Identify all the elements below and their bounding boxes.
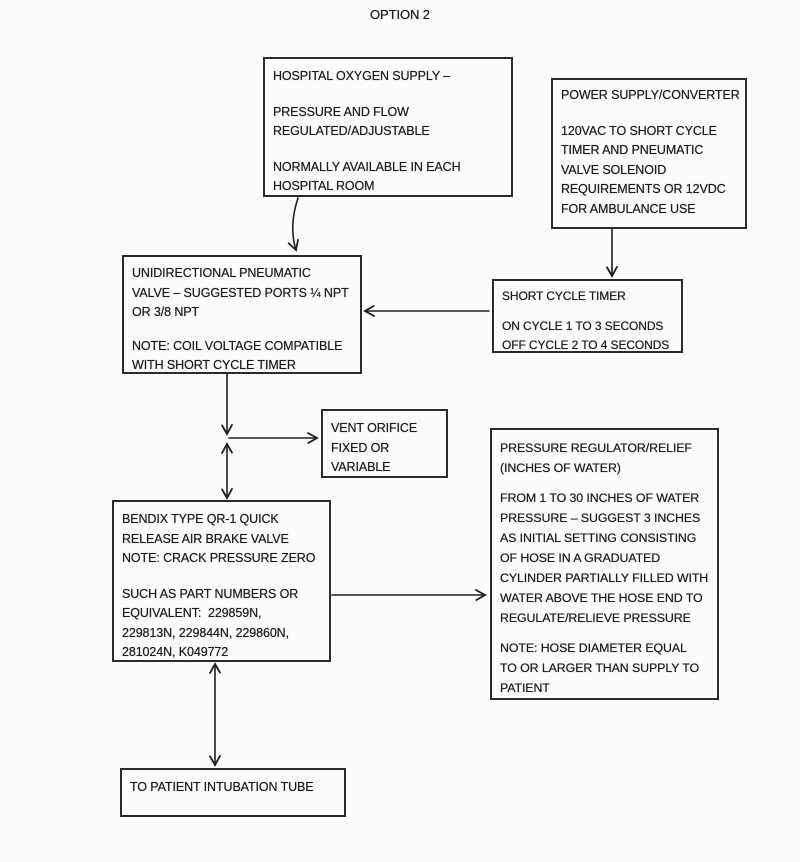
bendix-heading: BENDIX TYPE QR-1 QUICK RELEASE AIR BRAKE… [122, 512, 316, 565]
box-short-cycle-timer: SHORT CYCLE TIMER ON CYCLE 1 TO 3 SECOND… [492, 279, 683, 353]
hospital-heading: HOSPITAL OXYGEN SUPPLY – [273, 69, 451, 83]
power-heading: POWER SUPPLY/CONVERTER [561, 88, 740, 102]
box-to-patient-intubation-tube: TO PATIENT INTUBATION TUBE [120, 768, 346, 817]
box-unidirectional-pneumatic-valve: UNIDIRECTIONAL PNEUMATIC VALVE – SUGGEST… [122, 255, 362, 374]
page-title: OPTION 2 [370, 7, 430, 22]
arrow-oxygen-to-valve [287, 197, 299, 252]
hospital-availability-note: NORMALLY AVAILABLE IN EACH HOSPITAL ROOM [273, 159, 461, 194]
box-bendix-quick-release-valve: BENDIX TYPE QR-1 QUICK RELEASE AIR BRAKE… [112, 500, 331, 662]
timer-cycle-settings: ON CYCLE 1 TO 3 SECONDS OFF CYCLE 2 TO 4… [502, 319, 670, 352]
timer-heading: SHORT CYCLE TIMER [502, 289, 626, 303]
pressure-hose-note: NOTE: HOSE DIAMETER EQUAL TO OR LARGER T… [500, 641, 700, 695]
power-description: 120VAC TO SHORT CYCLE TIMER AND PNEUMATI… [561, 123, 726, 216]
patient-label: TO PATIENT INTUBATION TUBE [130, 780, 314, 794]
box-pressure-regulator-relief: PRESSURE REGULATOR/RELIEF (INCHES OF WAT… [490, 428, 719, 700]
valve-heading: UNIDIRECTIONAL PNEUMATIC VALVE – SUGGEST… [132, 266, 349, 319]
box-power-supply-converter: POWER SUPPLY/CONVERTER 120VAC TO SHORT C… [551, 78, 747, 229]
pressure-description: FROM 1 TO 30 INCHES OF WATER PRESSURE – … [500, 491, 709, 625]
valve-coil-note: NOTE: COIL VOLTAGE COMPATIBLE WITH SHORT… [132, 338, 343, 373]
bendix-part-numbers: SUCH AS PART NUMBERS OR EQUIVALENT: 2298… [122, 586, 299, 660]
hospital-regulation-note: PRESSURE AND FLOW REGULATED/ADJUSTABLE [273, 104, 430, 139]
box-hospital-oxygen-supply: HOSPITAL OXYGEN SUPPLY – PRESSURE AND FL… [263, 57, 513, 197]
box-vent-orifice: VENT ORIFICE FIXED OR VARIABLE [321, 409, 448, 478]
pressure-heading: PRESSURE REGULATOR/RELIEF (INCHES OF WAT… [500, 441, 692, 475]
vent-description: VENT ORIFICE FIXED OR VARIABLE [331, 421, 418, 474]
